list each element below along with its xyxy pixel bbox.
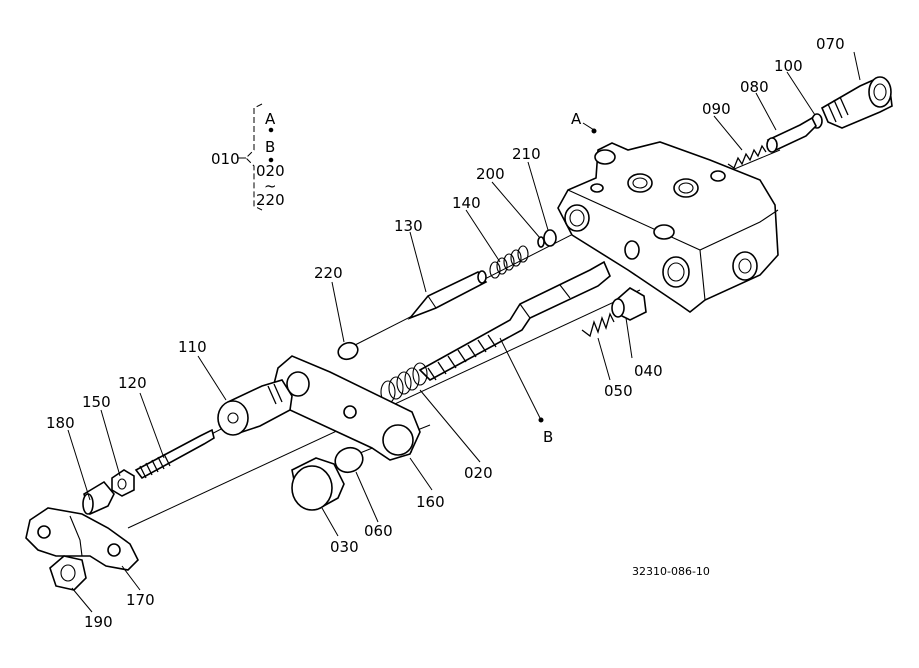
plate-160	[271, 355, 421, 461]
spring-050	[581, 312, 615, 338]
legend-line-020: 020	[256, 162, 285, 180]
legend-line-b: B	[265, 138, 275, 156]
valve-body	[557, 141, 779, 313]
legend-line-220: 220	[256, 191, 285, 209]
drawing-code: 32310-086-10	[632, 565, 710, 578]
adjust-screw-120	[134, 428, 215, 480]
cap-180	[82, 480, 115, 516]
part-label-200: 200	[476, 165, 505, 183]
legend-assembly-label: 010	[211, 150, 240, 168]
part-label-060: 060	[364, 522, 393, 540]
part-label-180: 180	[46, 414, 75, 432]
poppet-080	[766, 116, 817, 153]
assembly-bracket	[238, 103, 274, 211]
reference-point-a	[591, 128, 597, 134]
needle-130	[407, 270, 488, 320]
reference-label-a: A	[571, 110, 582, 128]
part-label-130: 130	[394, 217, 423, 235]
plug-040	[611, 287, 647, 321]
part-label-020: 020	[464, 464, 493, 482]
part-label-070: 070	[816, 35, 845, 53]
part-label-040: 040	[634, 362, 663, 380]
o-ring-220	[337, 341, 359, 361]
part-label-190: 190	[84, 613, 113, 631]
legend-line-a: A	[265, 110, 276, 128]
valve-seat-110	[217, 379, 293, 436]
nut-150	[111, 469, 135, 497]
relief-plug-070	[820, 76, 893, 129]
reference-point-b	[538, 417, 544, 423]
spool	[418, 260, 611, 381]
spring-140	[489, 245, 529, 279]
legend-line-tilde: ~	[264, 177, 277, 195]
part-label-150: 150	[82, 393, 111, 411]
part-label-080: 080	[740, 78, 769, 96]
reference-label-b: B	[543, 428, 553, 446]
part-label-100: 100	[774, 57, 803, 75]
part-label-050: 050	[604, 382, 633, 400]
part-label-090: 090	[702, 100, 731, 118]
bracket-170	[25, 507, 139, 571]
part-label-030: 030	[330, 538, 359, 556]
part-label-220: 220	[314, 264, 343, 282]
part-label-210: 210	[512, 145, 541, 163]
washer-200	[537, 236, 545, 248]
label-leaders	[67, 51, 861, 613]
part-label-120: 120	[118, 374, 147, 392]
spring-090	[727, 144, 767, 169]
part-label-140: 140	[452, 194, 481, 212]
spring-020	[380, 362, 428, 404]
o-ring-060	[334, 446, 364, 474]
part-label-170: 170	[126, 591, 155, 609]
nut-190	[49, 555, 87, 591]
plug-030	[291, 457, 345, 511]
ring-210	[543, 229, 557, 247]
part-label-160: 160	[416, 493, 445, 511]
part-label-110: 110	[178, 338, 207, 356]
